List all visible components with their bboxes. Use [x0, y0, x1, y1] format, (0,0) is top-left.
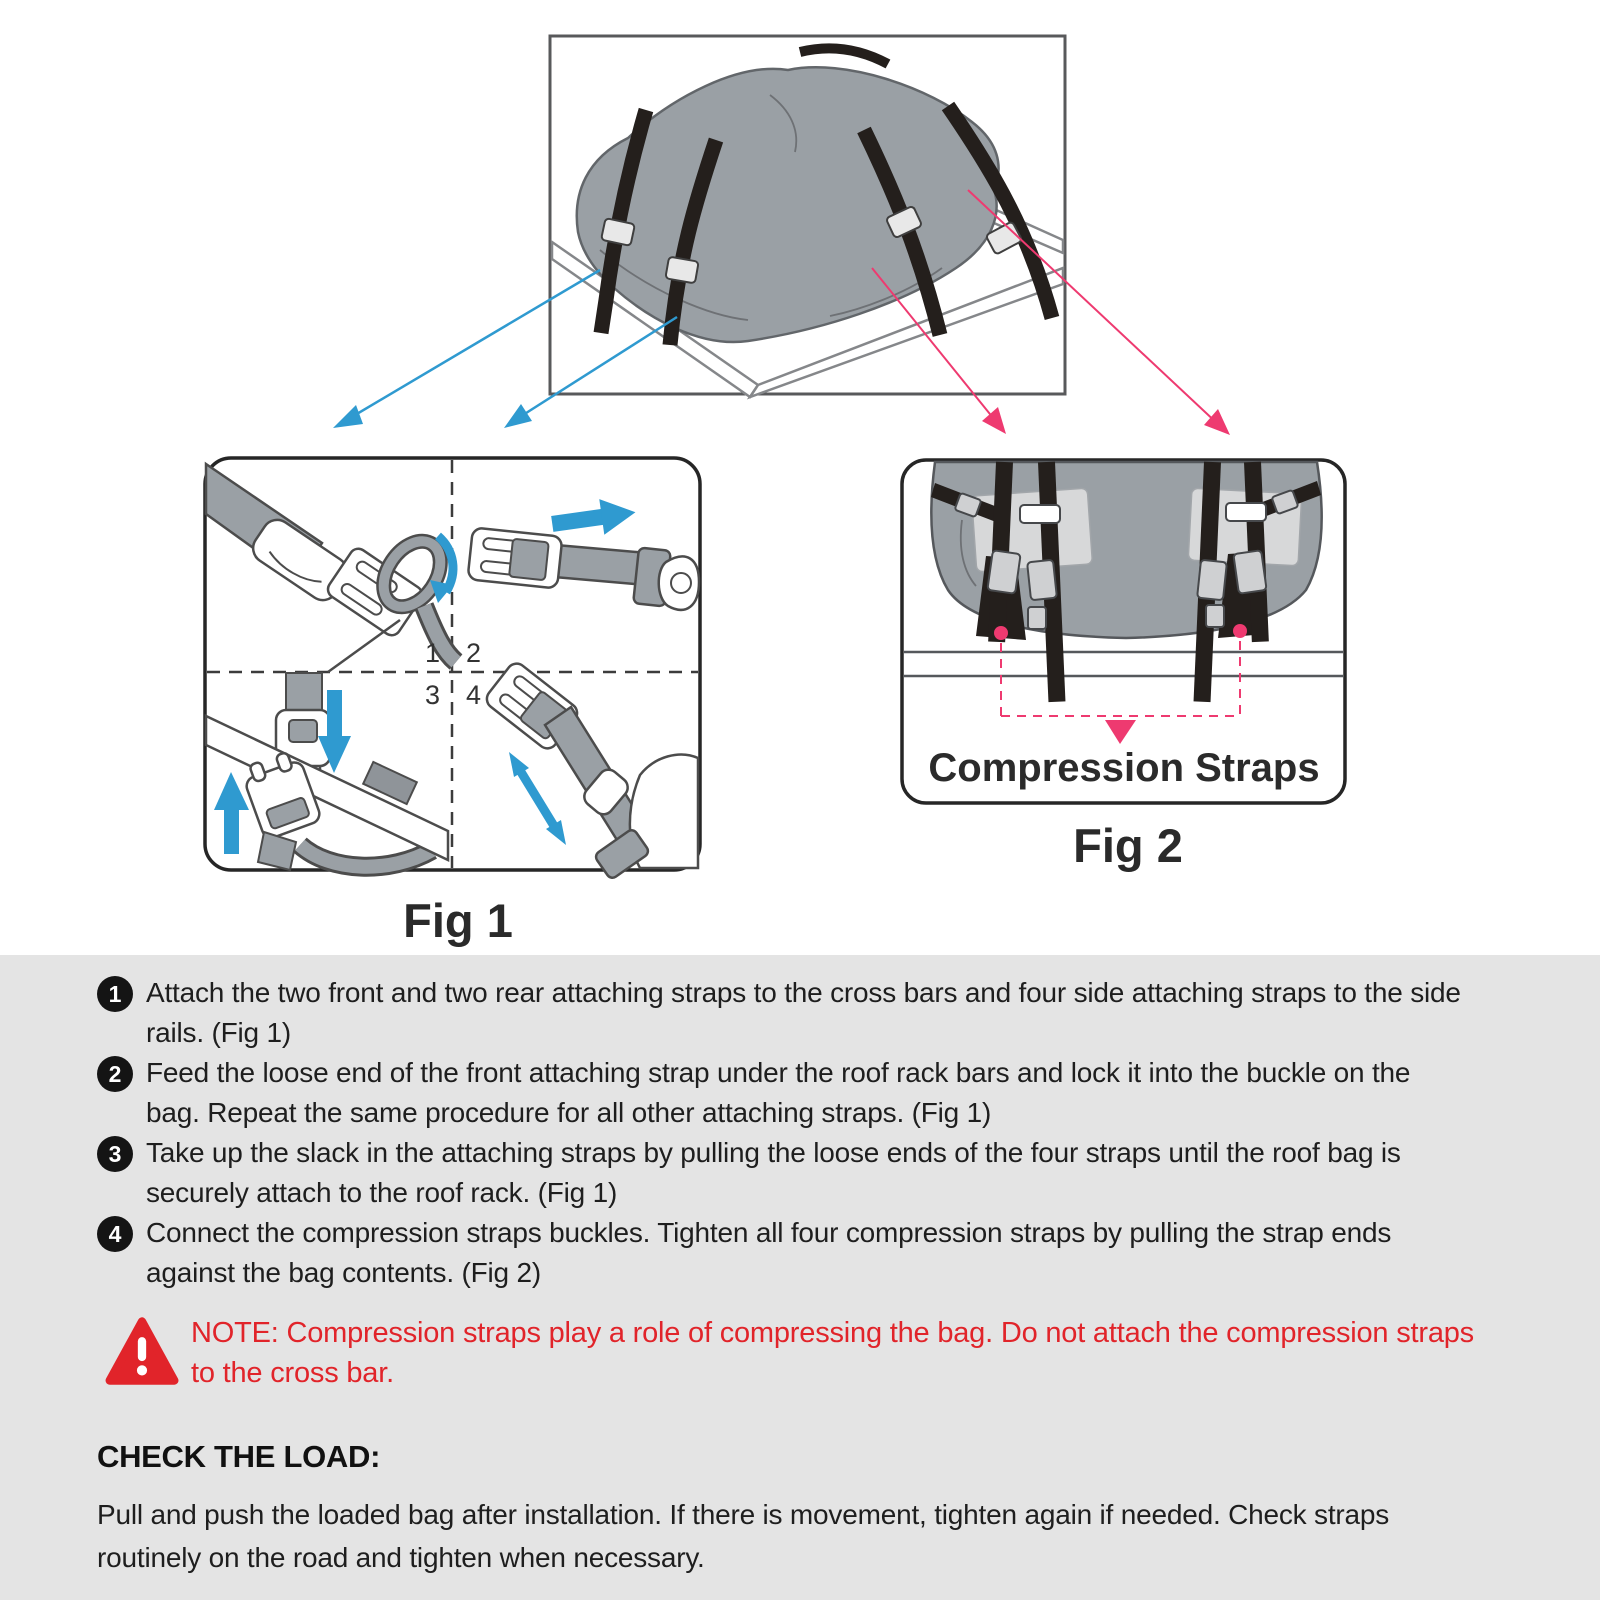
step-1-number-badge: 1: [97, 976, 133, 1012]
pink-callout-arrows: [871, 189, 1230, 435]
fig1-quadrant-3-label: 3: [425, 680, 440, 710]
step-2-number-badge: 2: [97, 1056, 133, 1092]
warning-note: NOTE: Compression straps play a role of …: [105, 1313, 1540, 1393]
warning-note-text: NOTE: Compression straps play a role of …: [191, 1317, 1474, 1389]
roof-bar: [204, 714, 450, 862]
arrow-up-icon: [224, 804, 239, 854]
blue-callout-arrows: [333, 268, 678, 428]
fig2-strap-buckles: [986, 502, 1268, 630]
step-3-text: Take up the slack in the attaching strap…: [146, 1137, 1401, 1208]
fig2-caption: Fig 2: [1073, 819, 1183, 872]
arrow-right-icon: [551, 499, 636, 535]
fig1-panel: 1 2 3 4: [203, 456, 702, 879]
fig1-q1-buckle-illustration: [204, 461, 463, 674]
fig1-q3-buckle-illustration: [204, 672, 450, 877]
pink-triangle-pointer-icon: [1105, 720, 1136, 744]
compression-strap-callout: [994, 624, 1247, 744]
instructions-panel: 1 Attach the two front and two rear atta…: [0, 955, 1600, 1600]
fig2-panel: Compression Straps: [900, 458, 1347, 805]
step-3-number-badge: 3: [97, 1136, 133, 1172]
fig1-quadrant-2-label: 2: [466, 638, 481, 668]
step-4: 4 Connect the compression straps buckles…: [97, 1213, 1540, 1293]
warning-triangle-icon: [105, 1317, 179, 1385]
fig1-q4-buckle-illustration: [485, 662, 700, 879]
hand: [628, 753, 700, 870]
double-arrow-icon: [517, 769, 558, 829]
check-load-body: Pull and push the loaded bag after insta…: [97, 1499, 1390, 1573]
fig1-caption: Fig 1: [403, 894, 513, 947]
step-4-number-badge: 4: [97, 1216, 133, 1252]
strap-buckles: [600, 206, 1022, 284]
fig1-q2-buckle-illustration: [467, 499, 701, 612]
step-2: 2 Feed the loose end of the front attach…: [97, 1053, 1540, 1133]
arrow-down-icon: [327, 690, 342, 738]
roof-rack-front-bar: [746, 266, 1065, 400]
roof-bag-overview-diagram: [548, 34, 1067, 400]
fig1-quadrant-4-label: 4: [466, 680, 481, 710]
installation-diagrams: 1 2 3 4 Fig 1: [203, 34, 1347, 947]
fig2-inner-caption: Compression Straps: [928, 746, 1319, 790]
step-1-text: Attach the two front and two rear attach…: [146, 977, 1461, 1048]
step-3: 3 Take up the slack in the attaching str…: [97, 1133, 1540, 1213]
step-2-text: Feed the loose end of the front attachin…: [146, 1057, 1411, 1128]
hand: [657, 555, 701, 612]
step-1: 1 Attach the two front and two rear atta…: [97, 973, 1540, 1053]
check-load-heading: CHECK THE LOAD:: [97, 1439, 381, 1474]
fig1-quadrant-1-label: 1: [425, 638, 440, 668]
step-4-text: Connect the compression straps buckles. …: [146, 1217, 1392, 1288]
